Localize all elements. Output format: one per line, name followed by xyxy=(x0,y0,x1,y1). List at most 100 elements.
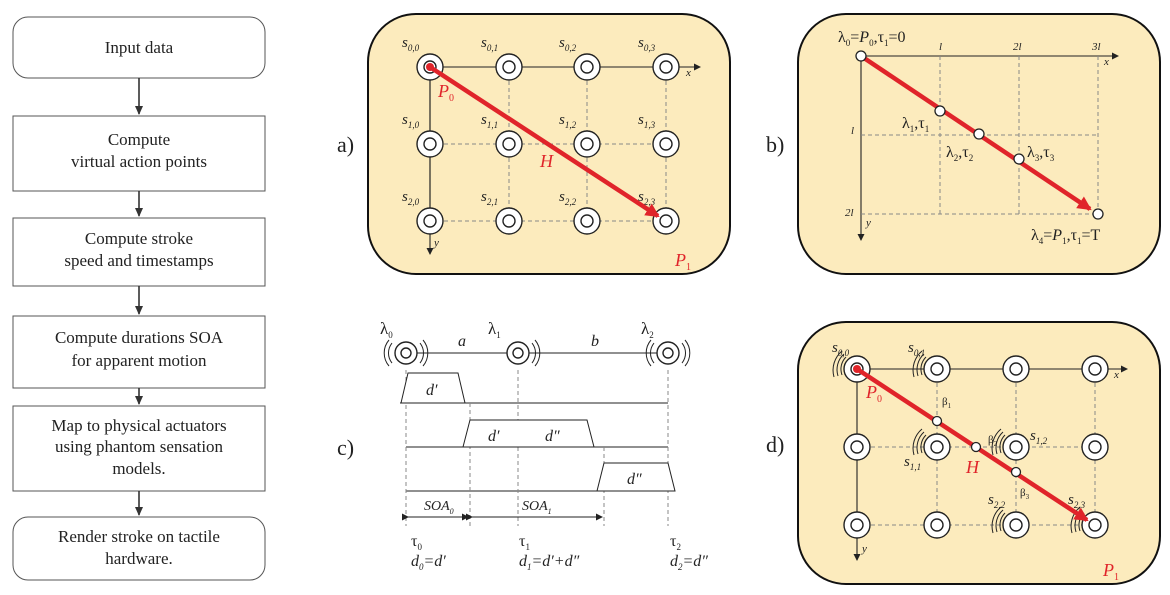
panel-b-lambda2: λ2,τ2 xyxy=(946,144,973,163)
panel-d-actuator xyxy=(923,433,951,461)
panel-a-h-label: H xyxy=(539,151,554,171)
panel-c-envelope-3-label: d″ xyxy=(627,471,642,488)
panel-a-actuator xyxy=(495,53,523,81)
panel-a-actuator-label: s1,0 xyxy=(402,112,420,130)
panel-b: b) l 2l 3l x l 2l y λ0=P0,τ1=0 λ1,τ1 λ2,… xyxy=(766,13,1161,275)
panel-c-envelope-2a-label: d′ xyxy=(488,428,500,445)
panel-b-virtual-point xyxy=(934,105,946,117)
panel-a-actuator xyxy=(495,130,523,158)
panel-a-p0: P0 xyxy=(437,81,454,104)
panel-a-actuator-label: s1,2 xyxy=(559,112,577,130)
flow-step-render-line1: Render stroke on tactile xyxy=(58,527,220,546)
panel-b-y-tick: 2l xyxy=(845,207,854,219)
panel-d-actuator-label: s0,0 xyxy=(832,340,850,358)
panel-a-x-label: x xyxy=(685,67,691,79)
panel-d-actuator xyxy=(923,511,951,539)
vibration-ring xyxy=(916,431,925,455)
panel-d-actuator xyxy=(1081,355,1109,383)
panel-d-virtual-point xyxy=(931,415,943,427)
panel-d-actuator xyxy=(1002,355,1030,383)
vibration-ring xyxy=(920,434,927,454)
panel-c-envelope-1 xyxy=(400,372,466,404)
panel-d-actuator xyxy=(923,355,951,383)
panel-c-soa0: SOA0 xyxy=(424,499,454,516)
panel-c-envelope-2 xyxy=(462,419,595,448)
panel-b-x-tick: l xyxy=(939,41,942,53)
flow-step-map-line1: Map to physical actuators xyxy=(51,416,226,435)
panel-d-actuator-label: s2,2 xyxy=(988,492,1006,510)
panel-a-p1: P1 xyxy=(674,250,691,273)
panel-d-actuator-label: s2,3 xyxy=(1068,492,1086,510)
panel-a-actuator-label: s2,3 xyxy=(638,189,656,207)
panel-a-actuator xyxy=(652,130,680,158)
panel-c-envelope-3 xyxy=(596,462,676,492)
panel-c-d1: d1=d′+d″ xyxy=(519,553,580,572)
panel-a-actuator xyxy=(652,207,680,235)
panel-d-y-label: y xyxy=(861,543,867,555)
panel-a-actuator xyxy=(416,130,444,158)
flow-step-render: Render stroke on tactile hardware. xyxy=(12,516,266,581)
panel-a-actuator xyxy=(416,207,444,235)
vibration-ring xyxy=(916,353,925,377)
panel-a-actuator-label: s0,3 xyxy=(638,35,656,53)
panel-c-lambda2: λ2 xyxy=(641,319,654,340)
panel-d-start-point xyxy=(853,365,861,373)
panel-a-actuator-label: s0,0 xyxy=(402,35,420,53)
flowchart: Input data Compute virtual action points… xyxy=(12,16,266,581)
panel-a-actuator xyxy=(495,207,523,235)
panel-c-label: c) xyxy=(337,435,354,460)
panel-c-envelope-1-label: d′ xyxy=(426,382,438,399)
panel-b-y-tick: l xyxy=(851,125,854,137)
panel-b-x-label: x xyxy=(1103,56,1109,68)
panel-c-segment-a: a xyxy=(458,333,466,350)
panel-d-beta1: β1 xyxy=(942,396,952,410)
flow-step-soa-line2: for apparent motion xyxy=(71,351,207,370)
panel-d-virtual-point xyxy=(1010,466,1022,478)
panel-d-x-label: x xyxy=(1113,369,1119,381)
panel-c-tau1: τ1 xyxy=(519,533,530,552)
panel-d-p0: P0 xyxy=(865,382,882,405)
panel-b-virtual-point xyxy=(1092,208,1104,220)
panel-c-d0: d0=d′ xyxy=(411,553,446,572)
vibration-ring xyxy=(912,350,923,378)
vibration-ring xyxy=(840,356,847,376)
panel-a-actuator-label: s2,0 xyxy=(402,189,420,207)
panel-d-actuator-label: s1,1 xyxy=(904,454,921,472)
flow-step-soa-line1: Compute durations SOA xyxy=(55,328,224,347)
panel-d-actuator xyxy=(1002,511,1030,539)
panel-d-actuator-label: s1,2 xyxy=(1030,428,1048,446)
flow-step-speed-line2: speed and timestamps xyxy=(64,251,213,270)
flow-step-soa: Compute durations SOA for apparent motio… xyxy=(12,315,266,389)
panel-c-d2: d2=d″ xyxy=(670,553,708,572)
panel-b-background xyxy=(797,13,1161,275)
flow-step-speed-line1: Compute stroke xyxy=(85,229,193,248)
panel-c-soa1: SOA1 xyxy=(522,499,552,516)
panel-a-actuator xyxy=(652,53,680,81)
panel-b-label: b) xyxy=(766,132,784,157)
panel-d-virtual-point xyxy=(970,441,982,453)
panel-d-actuators: s0,0 s0,1 s1,2 s1,1 s2,2 s2,3 xyxy=(832,340,1109,539)
flow-step-virtual-points-line1: Compute xyxy=(108,130,170,149)
vibration-ring xyxy=(991,428,1002,456)
panel-c-actuator-0 xyxy=(383,339,429,367)
panel-c-segment-b: b xyxy=(591,333,599,350)
panel-c-actuator-2 xyxy=(645,339,691,367)
panel-a-start-point xyxy=(426,63,434,71)
panel-c-envelope-2b-label: d″ xyxy=(545,428,560,445)
panel-a-actuator-label: s1,3 xyxy=(638,112,656,130)
vibration-ring xyxy=(920,356,927,376)
panel-a-actuator-label: s1,1 xyxy=(481,112,498,130)
panel-d-actuator xyxy=(1081,511,1109,539)
panel-c: c) λ0 λ1 λ2 a b d′ xyxy=(337,319,708,572)
panel-d-actuator-label: s0,1 xyxy=(908,340,925,358)
panel-b-virtual-point xyxy=(973,128,985,140)
panel-c-lambda1: λ1 xyxy=(488,319,501,340)
flow-step-input-text: Input data xyxy=(105,38,174,57)
flow-step-map: Map to physical actuators using phantom … xyxy=(12,405,266,492)
panel-b-x-tick: 2l xyxy=(1013,41,1022,53)
panel-a-stroke-arrow xyxy=(428,65,660,218)
panel-c-lambda0: λ0 xyxy=(380,319,393,340)
panel-d-actuator xyxy=(843,433,871,461)
